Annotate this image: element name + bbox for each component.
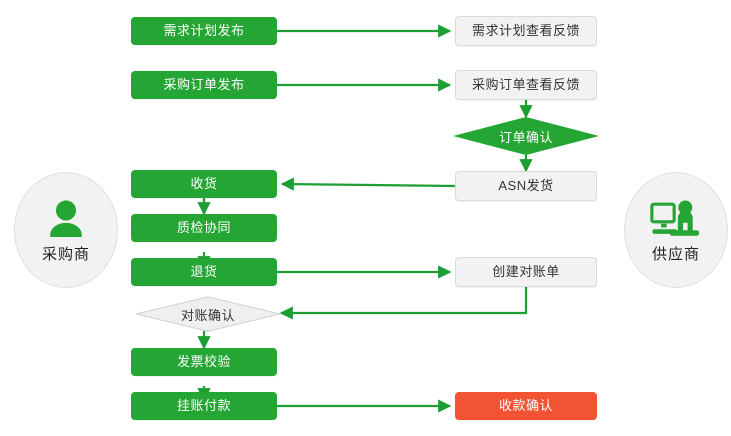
- node-create-statement[interactable]: 创建对账单: [455, 257, 597, 287]
- node-po-feedback[interactable]: 采购订单查看反馈: [455, 70, 597, 100]
- node-demand-plan-publish[interactable]: 需求计划发布: [131, 17, 277, 45]
- edge-asn-to-receiving: [280, 177, 456, 191]
- actor-buyer-label: 采购商: [41, 245, 90, 263]
- node-order-confirm[interactable]: 订单确认: [453, 117, 599, 155]
- node-receipt-confirm[interactable]: 收款确认: [455, 392, 597, 420]
- node-po-publish[interactable]: 采购订单发布: [131, 71, 277, 99]
- node-statement-confirm[interactable]: 对账确认: [135, 296, 281, 332]
- node-demand-plan-feedback[interactable]: 需求计划查看反馈: [455, 16, 597, 46]
- actor-supplier[interactable]: 供应商: [624, 172, 728, 288]
- node-receiving[interactable]: 收货: [131, 170, 277, 198]
- person-at-computer-icon: [650, 197, 702, 241]
- node-return-goods[interactable]: 退货: [131, 258, 277, 286]
- node-payment-posting[interactable]: 挂账付款: [131, 392, 277, 420]
- actor-buyer[interactable]: 采购商: [14, 172, 118, 288]
- actor-supplier-label: 供应商: [651, 245, 700, 263]
- person-icon: [40, 197, 92, 241]
- node-order-confirm-label: 订单确认: [498, 129, 553, 145]
- edge-create-statement-to-statement-confirm: [279, 287, 528, 320]
- node-invoice-verify[interactable]: 发票校验: [131, 348, 277, 376]
- statement-confirm-diamond-shape: [135, 296, 281, 332]
- order-confirm-diamond-shape: [453, 117, 599, 155]
- node-statement-confirm-label: 对账确认: [180, 307, 235, 323]
- node-asn-shipment[interactable]: ASN发货: [455, 171, 597, 201]
- node-quality-collab[interactable]: 质检协同: [131, 214, 277, 242]
